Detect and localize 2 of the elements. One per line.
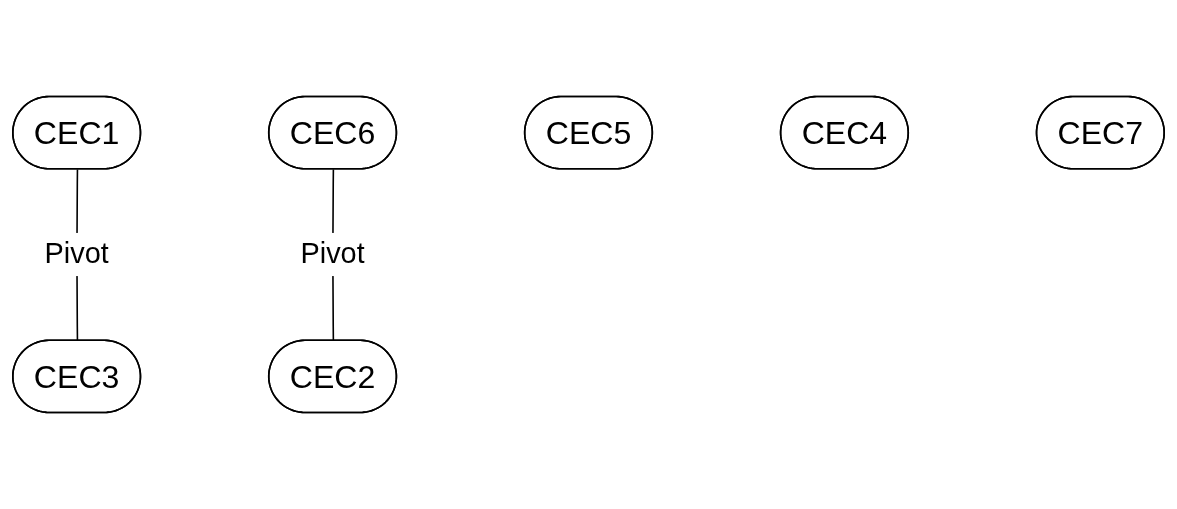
edge-label: Pivot (300, 237, 365, 270)
edge-label: Pivot (44, 237, 109, 270)
